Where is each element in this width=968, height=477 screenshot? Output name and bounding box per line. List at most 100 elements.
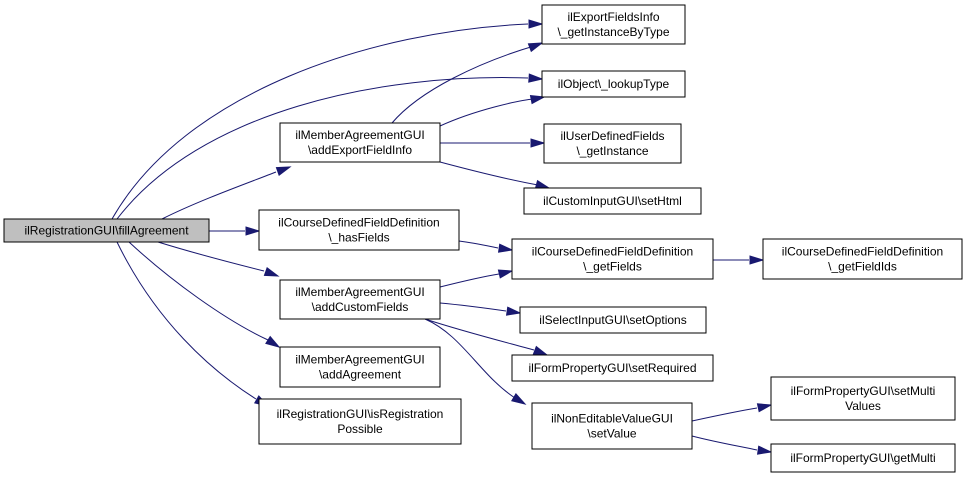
edge-line [424,318,516,399]
arrowhead-icon [528,73,544,83]
call-edge-cdfd_hasfields-to-cdfd_getfields [458,240,514,253]
node-root[interactable]: ilRegistrationGUI\fillAgreement [3,218,210,243]
node-label-line: \addExportFieldInfo [308,143,412,157]
call-edge-mag_addexportfieldinfo-to-custominput_sethtml [439,161,551,189]
node-label-line: ilRegistrationGUI\isRegistration [277,407,444,421]
node-formprop-setrequired[interactable]: ilFormPropertyGUI\setRequired [511,354,714,382]
node-mag-addagreement[interactable]: ilMemberAgreementGUI\addAgreement [279,346,441,388]
node-label-line: ilCourseDefinedFieldDefinition [278,216,439,230]
node-export-getinstancebytype[interactable]: ilExportFieldsInfo\_getInstanceByType [541,4,686,45]
call-edge-root-to-export_getinstancebytype [111,19,544,220]
arrowhead-icon [497,243,514,253]
call-edge-mag_addcustomfields-to-selectinput_setoptions [439,302,522,316]
call-edge-mag_addexportfieldinfo-to-export_getinstancebytype [391,42,544,124]
edge-line [116,77,529,220]
arrowhead-icon [505,306,522,316]
arrowhead-icon [511,393,527,405]
arrowhead-icon [265,335,281,348]
node-label-line: \_getInstance [576,144,648,158]
call-edge-noneditable_setvalue-to-formprop_getmulti [691,435,773,455]
node-label-line: \_getInstanceByType [557,25,669,39]
node-label-line: ilFormPropertyGUI\getMulti [790,451,935,465]
node-label-line: \_getFields [583,260,642,274]
edge-line [439,302,507,312]
edge-line [691,435,758,451]
call-edge-noneditable_setvalue-to-formprop_setmultivalues [691,403,773,422]
node-label-line: ilObject\_lookupType [558,77,670,91]
node-cdfd-getfieldids[interactable]: ilCourseDefinedFieldDefinition\_getField… [762,238,963,280]
node-box [3,218,210,243]
node-box [511,354,714,382]
node-label-line: ilNonEditableValueGUI [551,412,673,426]
node-box [541,4,686,45]
arrowhead-icon [245,226,261,236]
edge-line [439,161,539,186]
arrowhead-icon [527,42,544,53]
edge-line [424,318,535,351]
arrowhead-icon [263,267,280,277]
arrowhead-icon [528,19,544,29]
node-object-lookuptype[interactable]: ilObject\_lookupType [541,70,686,98]
node-box [511,238,714,280]
node-label-line: ilRegistrationGUI\fillAgreement [24,224,189,238]
node-box [279,122,441,163]
node-box [770,443,956,473]
node-label-line: ilExportFieldsInfo [567,10,659,24]
arrowhead-icon [756,403,773,413]
arrowhead-icon [534,179,551,189]
node-selectinput-setoptions[interactable]: ilSelectInputGUI\setOptions [519,306,707,334]
node-label-line: ilMemberAgreementGUI [295,353,424,367]
call-edge-mag_addcustomfields-to-cdfd_getfields [439,269,514,288]
edge-line [458,240,499,249]
call-edge-root-to-object_lookuptype [116,73,544,220]
edge-line [116,241,257,400]
nodes-layer: ilRegistrationGUI\fillAgreement ilExportF… [3,4,963,473]
node-label-line: ilCourseDefinedFieldDefinition [782,245,943,259]
node-noneditable-setvalue[interactable]: ilNonEditableValueGUI\setValue [531,402,693,450]
node-box [279,279,441,320]
node-custominput-sethtml[interactable]: ilCustomInputGUI\setHtml [523,187,702,215]
node-cdfd-hasfields[interactable]: ilCourseDefinedFieldDefinition\_hasField… [258,209,460,251]
edge-line [157,241,265,272]
node-label-line: \_hasFields [328,231,389,245]
node-label-line: \addCustomFields [312,300,409,314]
call-edge-cdfd_getfields-to-cdfd_getfieldids [713,255,765,265]
edge-line [691,407,758,422]
edges-layer [111,19,773,455]
arrowhead-icon [749,255,765,265]
node-label-line: ilCourseDefinedFieldDefinition [532,245,693,259]
node-udf-getinstance[interactable]: ilUserDefinedFields\_getInstance [543,123,682,164]
arrowhead-icon [756,445,773,455]
call-edge-mag_addexportfieldinfo-to-object_lookuptype [439,95,546,127]
node-mag-addcustomfields[interactable]: ilMemberAgreementGUI\addCustomFields [279,279,441,320]
arrowhead-icon [497,269,514,279]
call-edge-mag_addexportfieldinfo-to-udf_getinstance [439,138,546,148]
node-box [770,376,956,421]
edge-line [161,171,277,220]
node-label-line: ilFormPropertyGUI\setRequired [528,361,696,375]
node-label-line: Values [845,399,881,413]
call-edge-root-to-cdfd_hasfields [209,226,261,236]
edge-line [111,23,529,220]
arrowhead-icon [530,138,546,148]
node-label-line: ilCustomInputGUI\setHtml [543,194,682,208]
node-label-line: \_getFieldIds [828,260,897,274]
node-formprop-getmulti[interactable]: ilFormPropertyGUI\getMulti [770,443,956,473]
node-label-line: \addAgreement [319,368,402,382]
arrowhead-icon [529,95,546,105]
node-box [541,70,686,98]
call-edge-root-to-mag_addexportfieldinfo [161,166,292,220]
node-label-line: ilMemberAgreementGUI [295,128,424,142]
node-label-line: ilSelectInputGUI\setOptions [539,313,686,327]
call-edge-root-to-mag_addagreement [128,241,281,348]
node-label-line: \setValue [587,427,636,441]
node-mag-addexportfieldinfo[interactable]: ilMemberAgreementGUI\addExportFieldInfo [279,122,441,163]
node-box [519,306,707,334]
node-box [279,346,441,388]
node-cdfd-getfields[interactable]: ilCourseDefinedFieldDefinition\_getField… [511,238,714,280]
node-label-line: ilFormPropertyGUI\setMulti [791,384,936,398]
call-edge-root-to-mag_addcustomfields [157,241,280,277]
